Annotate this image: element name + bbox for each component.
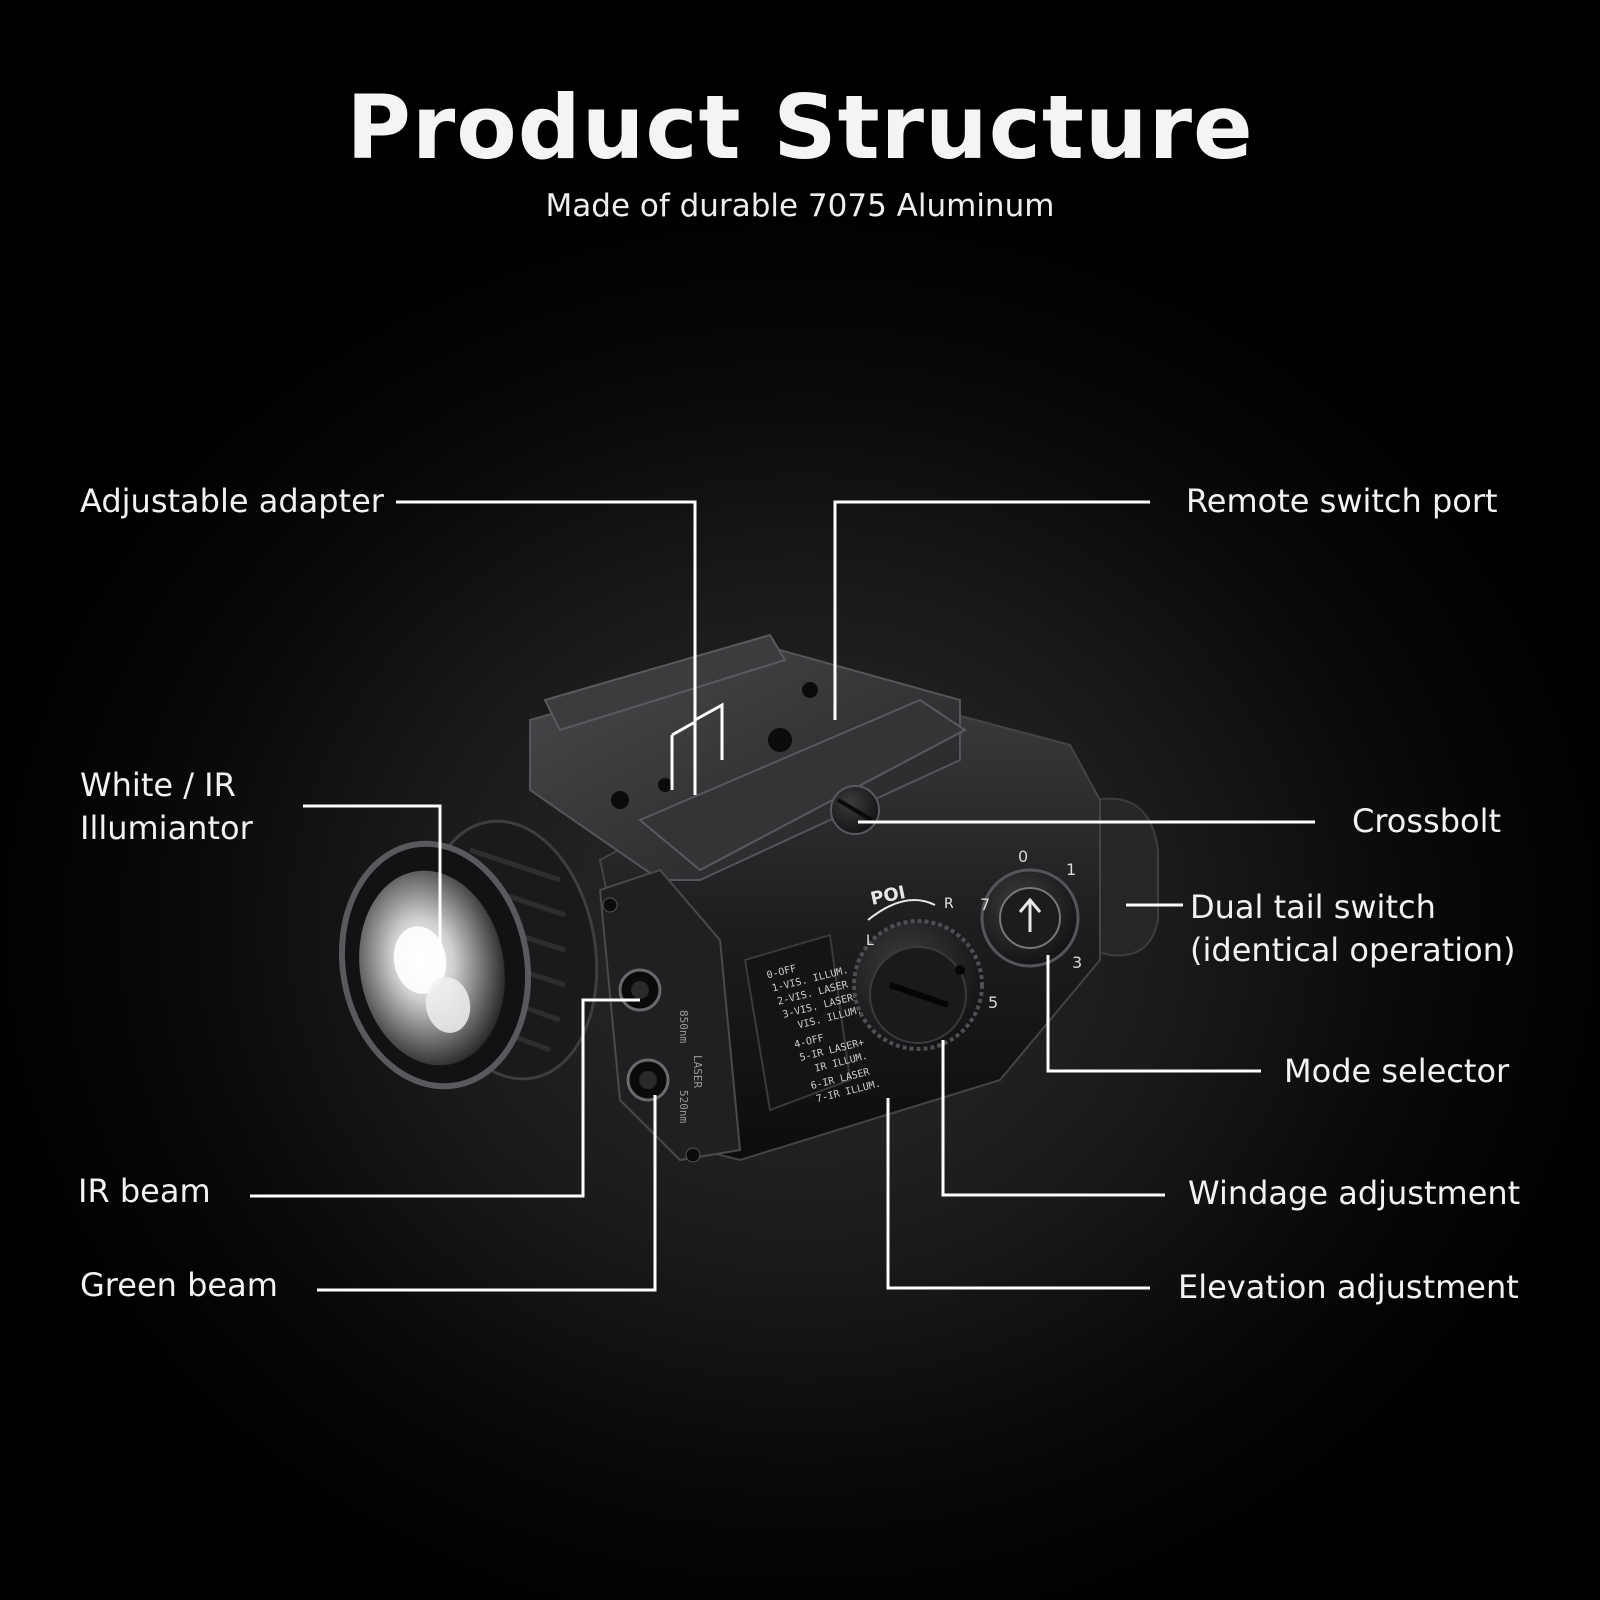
poi-left-label: L bbox=[866, 933, 874, 949]
tail-switch-paddle bbox=[1088, 797, 1159, 957]
page-title: Product Structure bbox=[346, 76, 1254, 179]
screw-hole bbox=[658, 778, 672, 792]
dial-number: 0 bbox=[1018, 847, 1028, 866]
weapon-light-device: 850nm LASER 520nm 0-OFF 1-VIS. ILLUM. 2-… bbox=[338, 633, 1159, 1163]
label-green-beam: Green beam bbox=[80, 1266, 278, 1304]
panel-text-850: 850nm bbox=[677, 1010, 690, 1043]
leader-mode-selector bbox=[1046, 955, 1261, 1073]
dial-number: 5 bbox=[988, 993, 998, 1012]
label-windage: Windage adjustment bbox=[1188, 1174, 1521, 1212]
leader-green-beam bbox=[317, 1095, 657, 1292]
label-mode-selector: Mode selector bbox=[1284, 1052, 1510, 1090]
screw-hole bbox=[768, 728, 792, 752]
leader-elevation bbox=[886, 1098, 1150, 1290]
label-remote-switch-port: Remote switch port bbox=[1186, 482, 1498, 520]
leader-adjustable-adapter bbox=[396, 500, 697, 795]
leader-windage bbox=[941, 1040, 1165, 1197]
rail-clamp-right bbox=[638, 698, 967, 872]
label-crossbolt: Crossbolt bbox=[1352, 802, 1502, 840]
dial-number: 1 bbox=[1066, 860, 1076, 879]
page-subtitle: Made of durable 7075 Aluminum bbox=[545, 188, 1055, 224]
panel-text-520: 520nm bbox=[677, 1090, 690, 1123]
dial-number: 3 bbox=[1072, 953, 1082, 972]
label-adjustable-adapter: Adjustable adapter bbox=[80, 482, 384, 520]
screw-hole bbox=[611, 791, 629, 809]
mode-list-plate bbox=[743, 933, 852, 1112]
leader-illuminator bbox=[303, 804, 442, 958]
screw-hole bbox=[802, 682, 818, 698]
leader-remote-switch-port bbox=[833, 500, 1150, 720]
top-plate bbox=[529, 648, 961, 881]
panel-text-laser: LASER bbox=[691, 1055, 704, 1088]
label-elevation: Elevation adjustment bbox=[1178, 1268, 1519, 1306]
leader-lines bbox=[250, 500, 1315, 1292]
poi-right-label: R bbox=[944, 896, 954, 912]
label-illuminator: White / IR Illumiantor bbox=[80, 766, 253, 847]
label-dual-tail-switch: Dual tail switch (identical operation) bbox=[1190, 888, 1516, 969]
dial-number: 7 bbox=[980, 895, 990, 914]
label-ir-beam: IR beam bbox=[78, 1172, 211, 1210]
leader-ir-beam bbox=[250, 998, 640, 1198]
